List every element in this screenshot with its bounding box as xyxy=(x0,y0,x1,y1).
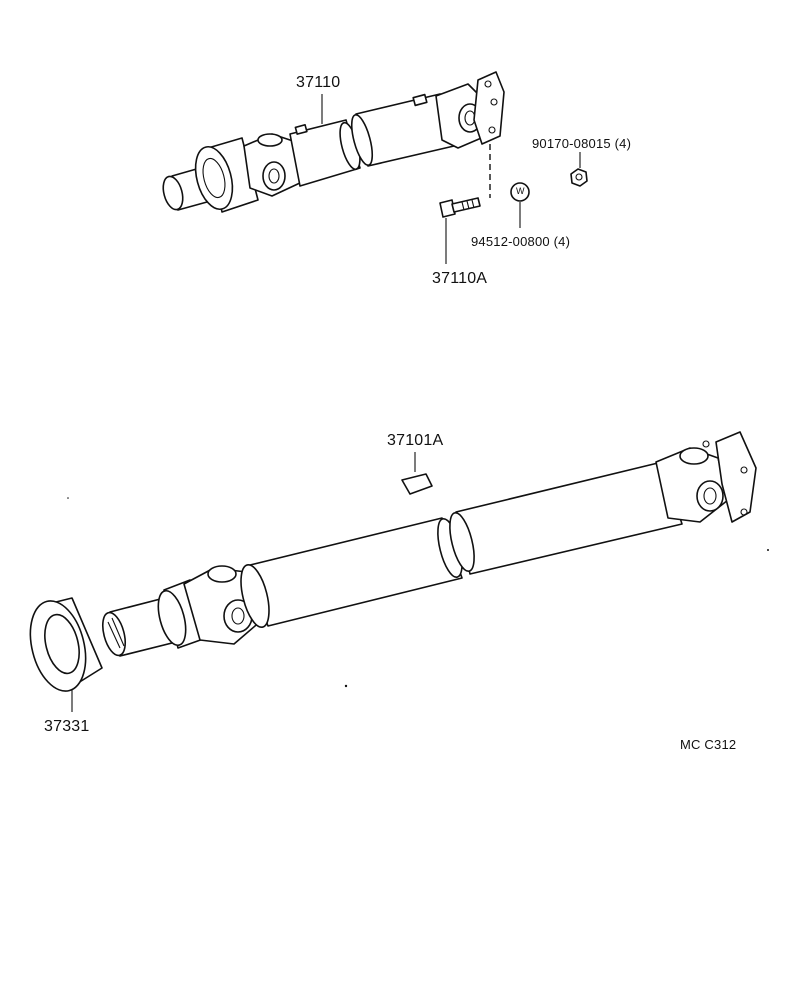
washer-mark: W xyxy=(516,186,525,196)
label-94512-00800: 94512-00800 (4) xyxy=(471,234,571,249)
label-37110A: 37110A xyxy=(432,270,488,287)
label-37331: 37331 xyxy=(44,718,90,735)
rear-propeller-shaft xyxy=(101,431,757,657)
balance-weight xyxy=(401,452,433,495)
label-37101A: 37101A xyxy=(387,432,444,449)
diagram-code: MC C312 xyxy=(680,737,737,752)
dust-deflector xyxy=(29,597,103,712)
label-37110: 37110 xyxy=(296,74,341,91)
label-90170-08015: 90170-08015 (4) xyxy=(532,136,632,151)
front-propeller-shaft xyxy=(162,71,505,213)
nut xyxy=(570,152,588,187)
flange-bolt xyxy=(439,197,481,264)
washer xyxy=(510,182,530,228)
